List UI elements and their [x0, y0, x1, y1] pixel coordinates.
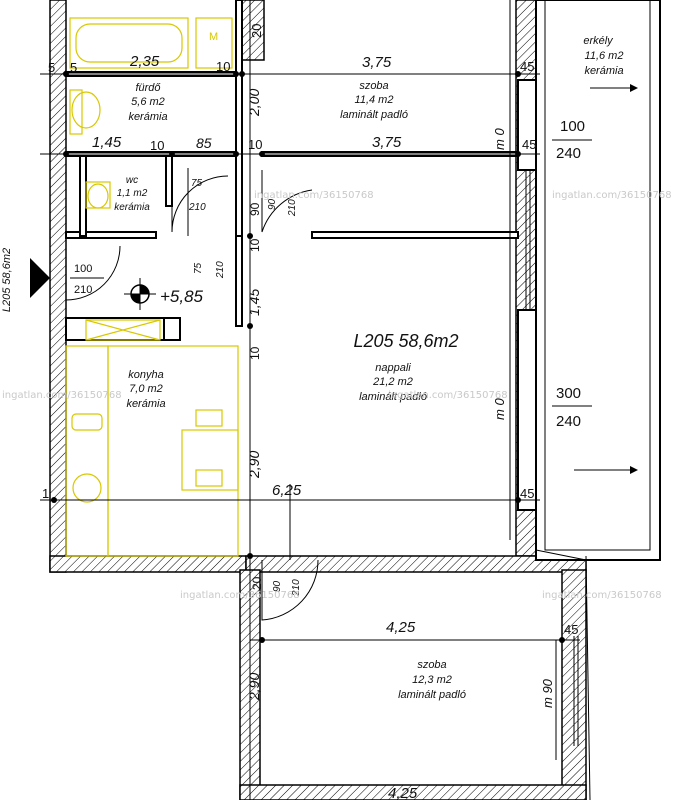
dim-m0a: m 0 [492, 128, 507, 150]
dim-45b: 45 [522, 137, 536, 152]
room-area-nappali: 21,2 m2 [372, 376, 413, 388]
fixtures: M [65, 17, 239, 557]
dim-1: 1 [42, 486, 49, 501]
watermark-1: ingatlan.com/36150768 [254, 190, 374, 201]
dim-375a: 3,75 [362, 54, 392, 71]
dim-425a: 4,25 [386, 619, 416, 636]
door-wc-height: 210 [188, 202, 206, 213]
door-wc-width: 75 [191, 178, 203, 189]
dim-145a: 1,45 [92, 134, 122, 151]
room-name-erkely: erkély [583, 35, 614, 47]
dim-45a: 45 [520, 59, 534, 74]
watermarks: ingatlan.com/36150768 ingatlan.com/36150… [2, 190, 672, 601]
room-name-wc: wc [126, 175, 138, 186]
dim-90a: 90 [248, 202, 262, 216]
room-name-konyha: konyha [128, 369, 163, 381]
dim-625: 6,25 [272, 482, 302, 499]
dim-m0b: m 0 [492, 398, 507, 420]
dim-10a: 10 [216, 59, 230, 74]
watermark-2: ingatlan.com/36150768 [552, 190, 672, 201]
dim-10d: 10 [248, 238, 262, 252]
dim-45d: 45 [564, 622, 578, 637]
room-name-furdo: fürdő [135, 82, 161, 94]
dim-425b: 4,25 [388, 785, 418, 800]
room-area-wc: 1,1 m2 [117, 188, 148, 199]
dim-5a: 5 [48, 60, 55, 75]
walls [49, 0, 661, 800]
room-name-szoba1: szoba [359, 80, 388, 92]
door-bath-height: 210 [215, 261, 226, 279]
watermark-6: ingatlan.com/36150768 [542, 590, 662, 601]
room-floor-furdo: kerámia [128, 111, 167, 123]
door-room-height: 210 [287, 199, 298, 217]
dim-10b: 10 [150, 138, 164, 153]
dimension-lines [40, 0, 638, 800]
window-300: 300 [556, 385, 581, 402]
side-unit-label: L205 58,6m2 [1, 248, 13, 312]
room-name-szoba2: szoba [417, 659, 446, 671]
door-room-width: 90 [267, 198, 278, 210]
dim-5b: 5 [70, 60, 77, 75]
room-floor-szoba1: laminált padló [340, 109, 408, 121]
room-floor-erkely: kerámia [584, 65, 623, 77]
dim-200: 2,00 [246, 89, 262, 117]
room-labels: fürdő 5,6 m2 kerámia wc 1,1 m2 kerámia s… [1, 35, 624, 701]
window-240b: 240 [556, 413, 581, 430]
dim-290a: 2,90 [246, 451, 262, 479]
room-name-nappali: nappali [375, 362, 411, 374]
dimension-text: 5 5 2,35 10 3,75 45 1,45 10 85 10 3,75 4… [42, 24, 592, 800]
dim-145b: 1,45 [246, 289, 262, 316]
door-room2-width: 90 [272, 580, 283, 592]
entry-arrow [30, 258, 50, 298]
dim-85: 85 [196, 135, 212, 151]
dim-20a: 20 [249, 24, 264, 38]
door-entry-height: 210 [74, 284, 92, 296]
dim-10c: 10 [248, 137, 262, 152]
room-area-erkely: 11,6 m2 [585, 50, 624, 62]
room-area-szoba2: 12,3 m2 [412, 674, 452, 686]
watermark-4: ingatlan.com/36150768 [388, 390, 508, 401]
dim-20b: 20 [250, 576, 264, 590]
watermark-5: ingatlan.com/36150768 [180, 590, 300, 601]
dim-290b: 2,90 [246, 673, 262, 701]
level-label: +5,85 [160, 287, 204, 306]
watermark-3: ingatlan.com/36150768 [2, 390, 122, 401]
door-room2-height: 210 [291, 579, 302, 597]
room-area-furdo: 5,6 m2 [131, 96, 165, 108]
window-100: 100 [560, 118, 585, 135]
room-area-konyha: 7,0 m2 [129, 383, 163, 395]
unit-label: L205 58,6m2 [353, 331, 458, 351]
door-bath-width: 75 [193, 262, 204, 274]
room-floor-szoba2: laminált padló [398, 689, 466, 701]
dim-45c: 45 [520, 486, 534, 501]
room-area-szoba1: 11,4 m2 [355, 94, 394, 106]
doors [30, 168, 319, 621]
door-entry-width: 100 [74, 263, 92, 275]
dim-10e: 10 [248, 346, 262, 360]
dim-m90: m 90 [540, 678, 555, 708]
room-floor-wc: kerámia [114, 202, 150, 213]
dim-235: 2,35 [129, 53, 160, 70]
room-floor-nappali: laminált padló [359, 391, 427, 403]
dim-375b: 3,75 [372, 134, 402, 151]
room-floor-konyha: kerámia [126, 398, 165, 410]
window-240a: 240 [556, 145, 581, 162]
bath-mark: M [209, 31, 218, 43]
